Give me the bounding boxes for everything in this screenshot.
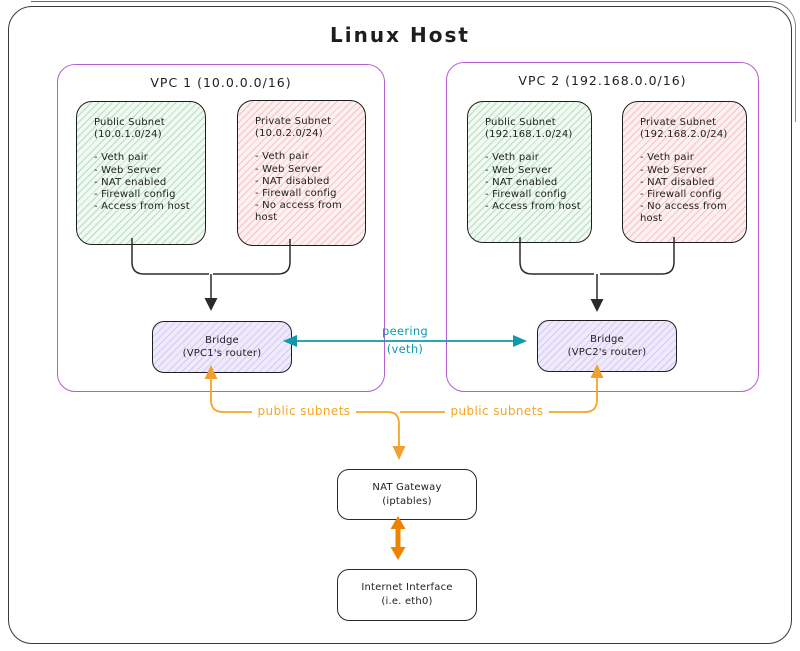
public-subnets-label-right: public subnets: [445, 404, 549, 418]
subnet-feature: - Veth pair: [255, 151, 310, 163]
subnet-feature: - Firewall config: [255, 187, 337, 199]
peering-label: peering (veth): [350, 322, 460, 358]
internet-interface-name: Internet Interface: [361, 582, 453, 593]
peering-label-line2: (veth): [386, 342, 424, 356]
nat-gateway-box: NAT Gateway (iptables): [337, 469, 477, 520]
subnet-feature: - NAT enabled: [485, 176, 558, 188]
peering-label-line1: peering: [381, 324, 429, 338]
subnet-feature-list: - Veth pair - Web Server - NAT enabled -…: [485, 152, 585, 213]
vpc1-label: VPC 1 (10.0.0.0/16): [150, 75, 292, 90]
subnet-cidr: (10.0.1.0/24): [94, 129, 162, 141]
vpc2-public-subnet: Public Subnet (192.168.1.0/24) - Veth pa…: [467, 101, 592, 243]
nat-gateway-name: NAT Gateway: [372, 481, 442, 493]
subnet-feature: - Firewall config: [94, 188, 176, 200]
subnet-feature: - Web Server: [485, 164, 552, 176]
bridge-name: Bridge: [205, 334, 239, 346]
subnet-feature: - Veth pair: [485, 152, 540, 164]
subnet-feature-list: - Veth pair - Web Server - NAT disabled …: [640, 152, 740, 225]
diagram-title: Linux Host: [330, 23, 470, 47]
subnet-title: Public Subnet: [485, 117, 556, 128]
subnet-feature: - NAT disabled: [640, 176, 715, 188]
subnet-feature: - Veth pair: [640, 152, 695, 164]
subnet-cidr: (10.0.2.0/24): [255, 128, 323, 140]
bridge-name: Bridge: [590, 333, 624, 345]
subnet-feature: - No access from host: [255, 200, 342, 224]
subnet-title: Public Subnet: [94, 117, 165, 128]
vpc1-bridge-box: Bridge (VPC1's router): [152, 321, 292, 373]
vpc2-label: VPC 2 (192.168.0.0/16): [518, 73, 687, 88]
vpc2-private-subnet: Private Subnet (192.168.2.0/24) - Veth p…: [622, 101, 747, 243]
subnet-feature: - Access from host: [485, 201, 581, 213]
subnet-feature-list: - Veth pair - Web Server - NAT enabled -…: [94, 152, 199, 213]
subnet-feature: - Veth pair: [94, 152, 149, 164]
subnet-feature: - Web Server: [640, 164, 707, 176]
linux-host-box: Linux Host VPC 1 (10.0.0.0/16) Public Su…: [8, 1, 796, 644]
subnet-feature: - Firewall config: [640, 188, 722, 200]
subnet-feature-list: - Veth pair - Web Server - NAT disabled …: [255, 151, 359, 224]
subnet-title: Private Subnet: [640, 117, 717, 128]
vpc1-box: VPC 1 (10.0.0.0/16) Public Subnet (10.0.…: [57, 64, 385, 392]
subnet-cidr: (192.168.1.0/24): [485, 129, 573, 141]
subnet-feature: - Web Server: [255, 163, 322, 175]
public-subnets-label-left: public subnets: [252, 404, 356, 418]
vpc1-private-subnet: Private Subnet (10.0.2.0/24) - Veth pair…: [237, 100, 366, 246]
internet-interface-detail: (i.e. eth0): [381, 596, 433, 607]
vpc2-box: VPC 2 (192.168.0.0/16) Public Subnet (19…: [446, 62, 759, 392]
subnet-feature: - No access from host: [640, 201, 727, 225]
vpc1-public-subnet: Public Subnet (10.0.1.0/24) - Veth pair …: [76, 101, 206, 245]
internet-interface-box: Internet Interface (i.e. eth0): [337, 569, 477, 621]
subnet-cidr: (192.168.2.0/24): [640, 129, 728, 141]
nat-gateway-detail: (iptables): [382, 495, 432, 507]
subnet-feature: - Firewall config: [485, 188, 567, 200]
bridge-role: (VPC2's router): [567, 347, 647, 358]
bridge-role: (VPC1's router): [182, 348, 262, 359]
subnet-feature: - Access from host: [94, 201, 190, 213]
subnet-title: Private Subnet: [255, 116, 332, 127]
subnet-feature: - NAT enabled: [94, 176, 167, 188]
subnet-feature: - NAT disabled: [255, 175, 330, 187]
subnet-feature: - Web Server: [94, 164, 161, 176]
vpc2-bridge-box: Bridge (VPC2's router): [537, 320, 677, 372]
